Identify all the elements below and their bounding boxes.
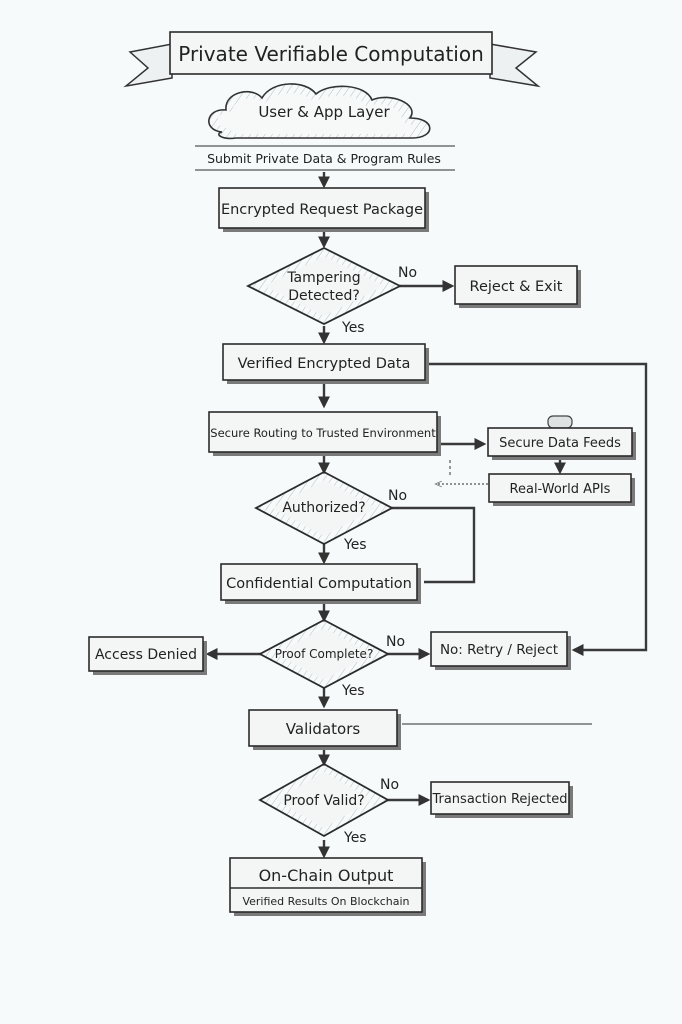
label-proof-valid-no: No <box>380 777 399 793</box>
user-app-layer-label: User & App Layer <box>258 103 390 121</box>
node-transaction-rejected-label: Transaction Rejected <box>431 792 567 807</box>
node-onchain-output-label: On-Chain Output <box>259 866 394 885</box>
label-authorized-no: No <box>388 488 407 504</box>
node-retry-reject-label: No: Retry / Reject <box>440 642 558 658</box>
node-confidential-computation-label: Confidential Computation <box>226 576 412 592</box>
node-secure-routing-label: Secure Routing to Trusted Environment <box>210 426 436 440</box>
node-access-denied-label: Access Denied <box>95 647 197 663</box>
node-onchain-output: On-Chain Output Verified Results On Bloc… <box>229 857 426 916</box>
node-confidential-computation: Confidential Computation <box>220 563 421 604</box>
node-reject-exit: Reject & Exit <box>454 265 581 308</box>
node-retry-reject: No: Retry / Reject <box>430 631 571 670</box>
node-reject-exit-label: Reject & Exit <box>470 279 563 295</box>
node-real-world-apis-label: Real-World APIs <box>510 482 611 497</box>
decision-proof-complete: Proof Complete? <box>258 618 390 690</box>
node-verified-data: Verified Encrypted Data <box>222 343 429 384</box>
node-validators: Validators <box>248 709 401 750</box>
label-proof-valid-yes: Yes <box>343 830 367 846</box>
edge-verified-to-retry <box>428 362 648 656</box>
edge-authorized-no <box>390 506 476 584</box>
decision-tampering: Tampering Detected? <box>245 246 403 326</box>
node-verified-results-label: Verified Results On Blockchain <box>242 895 409 908</box>
submit-data-label: Submit Private Data & Program Rules <box>207 151 441 166</box>
decision-authorized-label: Authorized? <box>282 500 365 516</box>
title-banner: Private Verifiable Computation <box>123 31 541 88</box>
node-real-world-apis: Real-World APIs <box>488 473 635 506</box>
database-icon <box>547 415 573 429</box>
node-encrypted-request-label: Encrypted Request Package <box>221 202 423 218</box>
decision-proof-valid: Proof Valid? <box>258 762 390 838</box>
decision-authorized: Authorized? <box>254 470 394 546</box>
page-title: Private Verifiable Computation <box>178 42 484 66</box>
label-tampering-no: No <box>398 265 417 281</box>
node-secure-routing: Secure Routing to Trusted Environment <box>208 411 441 456</box>
decision-tampering-line2: Detected? <box>288 288 360 304</box>
label-proof-complete-no: No <box>386 634 405 650</box>
decision-tampering-line1: Tampering <box>286 270 360 286</box>
node-secure-feeds-label: Secure Data Feeds <box>499 436 621 451</box>
node-encrypted-request: Encrypted Request Package <box>218 187 429 232</box>
user-app-layer-cloud: User & App Layer <box>208 83 431 140</box>
label-tampering-yes: Yes <box>341 320 365 336</box>
node-transaction-rejected: Transaction Rejected <box>430 781 573 818</box>
node-verified-data-label: Verified Encrypted Data <box>238 356 411 372</box>
decision-proof-valid-label: Proof Valid? <box>283 793 364 809</box>
node-validators-label: Validators <box>286 720 361 738</box>
label-authorized-yes: Yes <box>343 537 367 553</box>
decision-proof-complete-label: Proof Complete? <box>275 647 374 661</box>
label-proof-complete-yes: Yes <box>341 683 365 699</box>
node-secure-feeds: Secure Data Feeds <box>487 415 636 460</box>
node-access-denied: Access Denied <box>88 636 207 675</box>
